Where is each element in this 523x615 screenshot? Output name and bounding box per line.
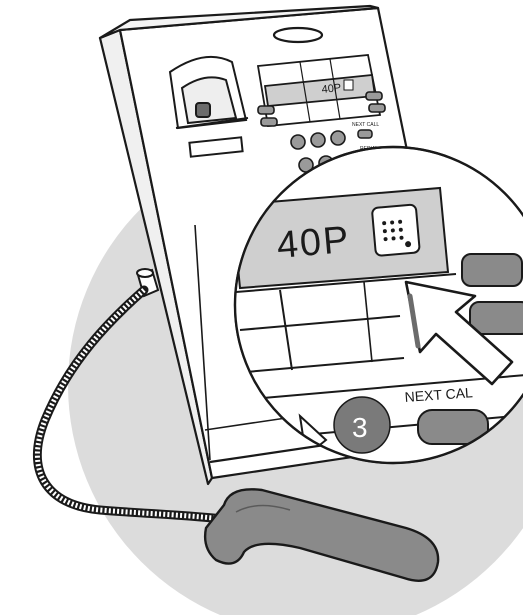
display-small-text: 40P bbox=[321, 82, 342, 96]
next-call-button-small bbox=[358, 130, 372, 138]
display-panel-small bbox=[258, 55, 380, 126]
display-large-text: 40P bbox=[275, 219, 352, 267]
side-button-lower bbox=[470, 302, 523, 334]
side-button-upper bbox=[462, 254, 522, 286]
next-call-label-small: NEXT CALL bbox=[352, 122, 379, 128]
phone-card-icon-large bbox=[372, 204, 420, 256]
phone-card-icon bbox=[344, 80, 353, 90]
step-badge-number: 3 bbox=[352, 412, 368, 443]
